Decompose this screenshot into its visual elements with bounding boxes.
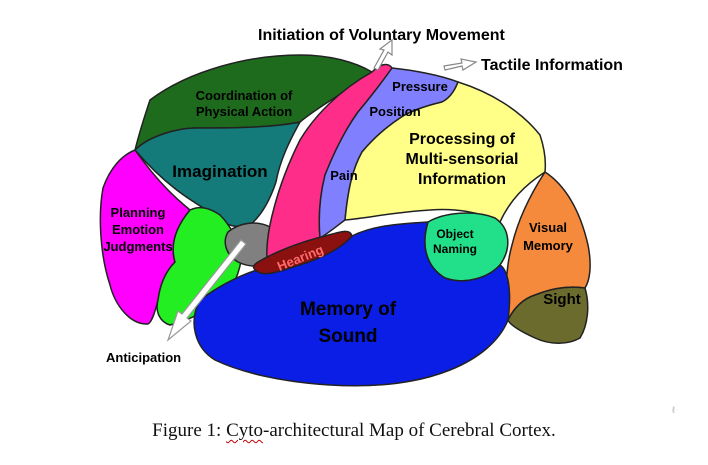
object-naming-label-line2: Naming	[433, 242, 477, 256]
planning-label-line3: Judgments	[103, 239, 172, 254]
region-hearing	[252, 230, 353, 275]
imagination-label: Imagination	[172, 162, 267, 181]
processing-label-line2: Multi-sensorial	[406, 151, 519, 168]
memory-of-sound-label-line2: Sound	[318, 326, 377, 347]
figure-caption: Figure 1: Cyto-architectural Map of Cere…	[0, 420, 708, 442]
tactile-arrow	[443, 58, 478, 71]
object-naming-label-line1: Object	[436, 227, 473, 241]
caption-spellcheck-word: Cyto	[226, 420, 264, 441]
processing-label-line1: Processing of	[409, 131, 515, 148]
planning-label-line2: Emotion	[112, 222, 164, 237]
region-sight	[507, 286, 589, 344]
coordination-label-line2: Physical Action	[196, 104, 292, 119]
processing-label-line3: Information	[418, 171, 506, 188]
anticipation-arrow	[166, 239, 247, 342]
tactile-label: Tactile Information	[481, 57, 623, 74]
memory-of-sound-label-line1: Memory of	[300, 299, 397, 320]
anticipation-label: Anticipation	[106, 350, 181, 365]
position-label: Position	[369, 104, 420, 119]
caption-rest: -architectural Map of Cerebral Cortex.	[263, 420, 556, 441]
initiation-label: Initiation of Voluntary Movement	[258, 27, 505, 44]
visual-memory-label-line1: Visual	[529, 220, 567, 235]
stray-mark: ℓ	[672, 405, 676, 415]
visual-memory-label-line2: Memory	[523, 238, 574, 253]
coordination-label-line1: Coordination of	[196, 88, 293, 103]
pain-label: Pain	[330, 168, 358, 183]
planning-label-line1: Planning	[111, 205, 166, 220]
region-processing	[344, 81, 547, 224]
initiation-arrow	[373, 38, 393, 71]
caption-prefix: Figure 1:	[152, 420, 227, 441]
sight-label: Sight	[543, 291, 581, 308]
pressure-label: Pressure	[392, 79, 448, 94]
